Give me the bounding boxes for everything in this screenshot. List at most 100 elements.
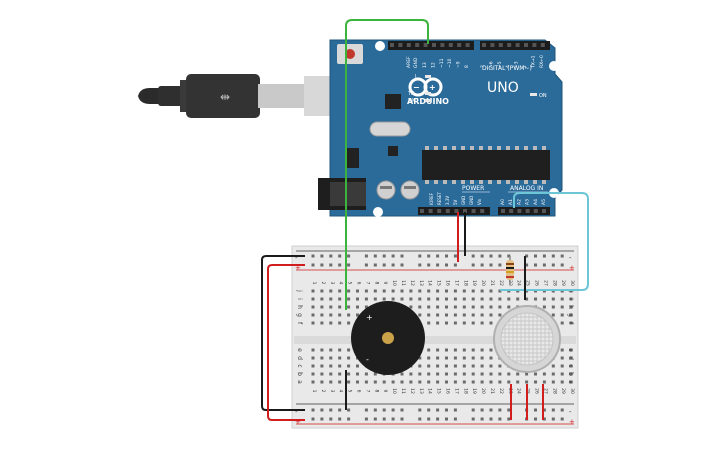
analog-pin-label: A0 (500, 199, 506, 205)
atmega-chip (422, 146, 550, 184)
svg-text:−: − (413, 83, 420, 92)
digital-pin-label: ~9 (456, 61, 462, 68)
column-number: 14 (427, 280, 433, 286)
digital-pin-label: RX←0 (539, 55, 545, 68)
column-number: 19 (471, 388, 477, 394)
column-number: 1 (311, 390, 317, 393)
digital-header-label: DIGITAL (PWM~) (482, 65, 532, 72)
on-led-label: ON (539, 93, 547, 99)
rail-minus-bottom-right: - (569, 408, 572, 416)
wire-black-rail-jumper (261, 255, 305, 411)
column-number: 30 (569, 280, 575, 286)
analog-pin-label: A3 (525, 199, 531, 205)
column-number: 5 (347, 282, 353, 285)
rail-plus-bottom-left: + (295, 418, 301, 426)
column-number: 22 (498, 280, 504, 286)
column-number: 19 (471, 280, 477, 286)
column-number: 5 (347, 390, 353, 393)
row-letter: g (567, 313, 574, 317)
rail-plus-top-right: + (569, 264, 575, 272)
row-letter: f (567, 322, 574, 325)
column-number: 21 (489, 388, 495, 394)
digital-pin-label: TX→1 (530, 55, 536, 69)
analog-pin-label: A5 (541, 199, 547, 205)
rail-minus-top-right: - (569, 254, 572, 262)
row-letter: d (567, 356, 574, 360)
column-number: 10 (391, 280, 397, 286)
column-number: 4 (338, 282, 344, 285)
digital-pin-label: 7 (480, 65, 486, 68)
row-letter: e (567, 348, 574, 352)
column-number: 3 (329, 282, 335, 285)
rail-plus-top-left: + (295, 264, 301, 272)
row-letter: b (567, 372, 574, 376)
row-letter: e (296, 348, 303, 352)
column-number: 28 (551, 388, 557, 394)
wire-green-signal (345, 19, 429, 310)
rail-minus-bottom-left: - (295, 408, 298, 416)
model-label: UNO (487, 80, 519, 96)
gnd-label: GND (413, 57, 419, 68)
column-number: 8 (373, 390, 379, 393)
digital-pin-label: 4 (505, 65, 511, 68)
column-number: 11 (400, 280, 406, 286)
digital-pin-label: 2 (522, 65, 528, 68)
column-number: 28 (551, 280, 557, 286)
analog-header-label: ANALOG IN (510, 185, 543, 192)
svg-text:+: + (429, 83, 436, 92)
row-letter: f (296, 322, 303, 325)
l-led-label: L (415, 74, 418, 80)
rail-minus-top-left: - (295, 254, 298, 262)
aref-label: AREF (406, 56, 412, 68)
digital-pin-label: ~10 (447, 58, 453, 68)
power-header (418, 207, 490, 215)
column-number: 24 (516, 388, 522, 394)
row-letter: c (296, 364, 303, 367)
column-number: 9 (382, 282, 388, 285)
column-number: 12 (409, 388, 415, 394)
row-letter: h (567, 305, 574, 309)
power-pin-label: RESET (437, 192, 442, 205)
digital-pin-label: ~3 (514, 61, 520, 68)
column-number: 16 (445, 280, 451, 286)
power-pin-label: GND (461, 196, 466, 205)
wire-cyan-analog (500, 192, 589, 291)
column-number: 23 (507, 388, 513, 394)
row-letter: a (296, 380, 303, 384)
row-letter: a (567, 380, 574, 384)
digital-pin-label: 8 (464, 65, 470, 68)
usb-cable: ⇹ (138, 74, 334, 118)
power-pin-label: 3.3V (445, 196, 450, 205)
digital-pin-label: ~6 (488, 61, 494, 68)
column-number: 20 (480, 280, 486, 286)
column-number: 15 (436, 388, 442, 394)
column-number: 27 (542, 388, 548, 394)
column-number: 20 (480, 388, 486, 394)
column-number: 6 (356, 282, 362, 285)
column-number: 15 (436, 280, 442, 286)
column-number: 8 (373, 282, 379, 285)
row-letter: d (296, 356, 303, 360)
resistor (506, 256, 514, 284)
column-number: 29 (560, 388, 566, 394)
rx-led-label: RX (408, 98, 415, 104)
column-number: 14 (427, 388, 433, 394)
column-number: 25 (525, 280, 531, 286)
column-number: 17 (453, 280, 459, 286)
column-number: 12 (409, 280, 415, 286)
wires (261, 19, 589, 421)
column-number: 29 (560, 280, 566, 286)
row-letter: j (296, 289, 303, 292)
piezo-buzzer: + - (351, 301, 425, 375)
wire-red-rail-jumper (267, 264, 305, 421)
digital-header-left (388, 41, 474, 50)
digital-pin-label: 13 (422, 62, 428, 68)
column-number: 1 (311, 282, 317, 285)
column-number: 16 (445, 388, 451, 394)
usb-symbol-icon: ⇹ (220, 90, 230, 104)
column-number: 9 (382, 390, 388, 393)
buzzer-plus-label: + (366, 313, 373, 322)
column-number: 24 (516, 280, 522, 286)
power-pin-label: 5V (453, 199, 458, 205)
